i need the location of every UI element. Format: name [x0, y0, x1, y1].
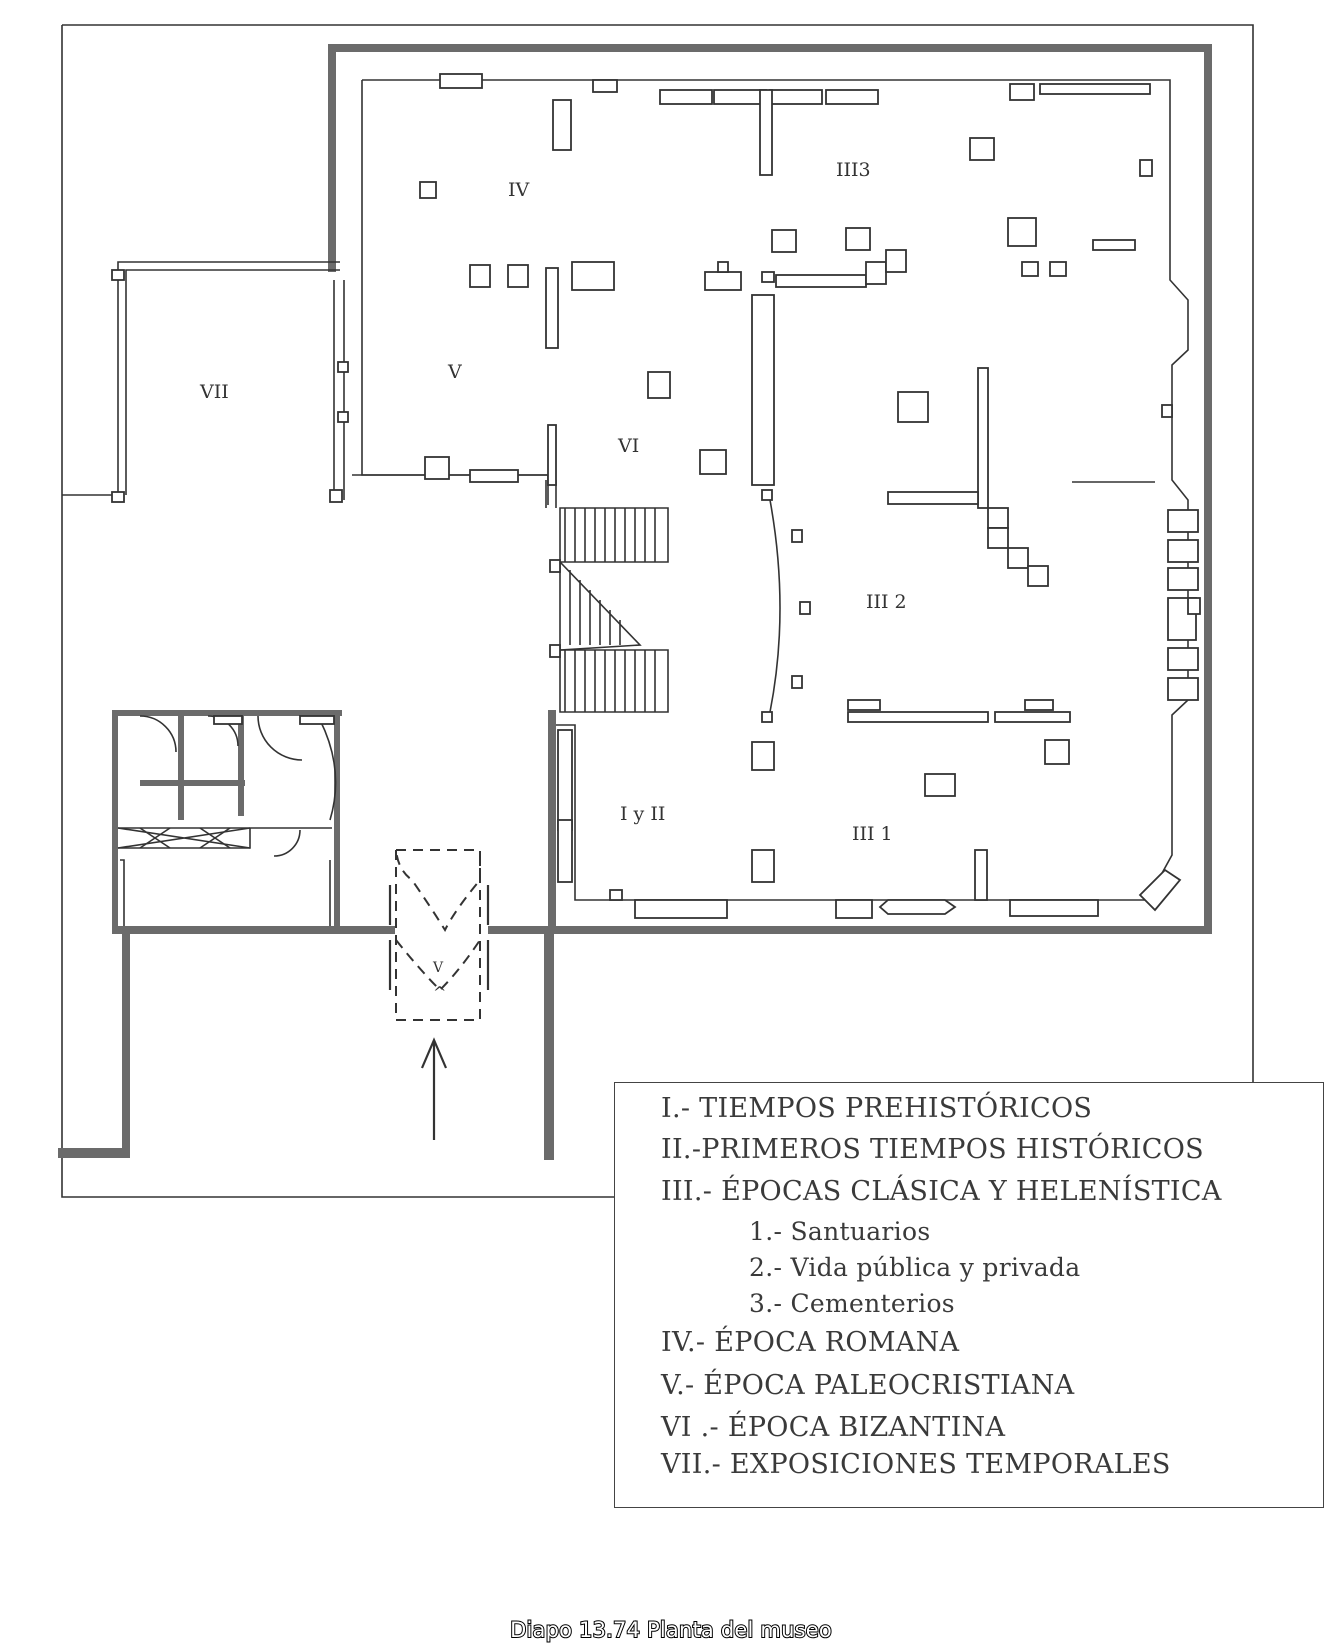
room-label-i-y-ii: I y II — [620, 803, 665, 825]
entrance-doors — [388, 849, 490, 1021]
legend-box: I.- TIEMPOS PREHISTÓRICOS II.-PRIMEROS T… — [614, 1082, 1324, 1508]
legend-item-vii: VII.- EXPOSICIONES TEMPORALES — [661, 1449, 1171, 1480]
legend-subitem-1: 1.- Santuarios — [749, 1217, 931, 1246]
room-label-iv: IV — [508, 179, 530, 201]
legend-item-iv: IV.- ÉPOCA ROMANA — [661, 1327, 960, 1358]
legend-item-ii: II.-PRIMEROS TIEMPOS HISTÓRICOS — [661, 1134, 1204, 1165]
room-label-iii3: III3 — [836, 159, 871, 181]
room-label-iii2: III 2 — [866, 591, 907, 613]
caption: Diapo 13.74 Planta del museo — [509, 1617, 833, 1643]
entry-arrow-icon — [420, 1037, 448, 1140]
exhibit-cases — [419, 73, 1201, 919]
room-label-v: V — [447, 361, 462, 383]
legend-item-vi: VI .- ÉPOCA BIZANTINA — [661, 1412, 1006, 1443]
entrance-label-caret: ^ — [433, 983, 446, 1002]
entrance-label-v: V — [432, 960, 444, 976]
washroom-block — [117, 715, 337, 926]
legend-subitem-3: 3.- Cementerios — [749, 1289, 955, 1318]
legend-subitem-2: 2.- Vida pública y privada — [749, 1253, 1081, 1282]
annex-walls — [58, 710, 556, 1160]
main-hall-inner-walls — [62, 79, 1189, 901]
legend-item-iii: III.- ÉPOCAS CLÁSICA Y HELENÍSTICA — [661, 1176, 1222, 1207]
site-boundary — [61, 24, 1254, 1198]
legend-item-i: I.- TIEMPOS PREHISTÓRICOS — [661, 1093, 1093, 1124]
room-label-vii: VII — [199, 381, 229, 403]
room-label-vi: VI — [617, 435, 639, 457]
main-building-walls — [328, 44, 1212, 934]
staircase — [469, 424, 669, 713]
legend-item-v: V.- ÉPOCA PALEOCRISTIANA — [661, 1370, 1075, 1401]
room-label-iii1: III 1 — [852, 823, 893, 845]
